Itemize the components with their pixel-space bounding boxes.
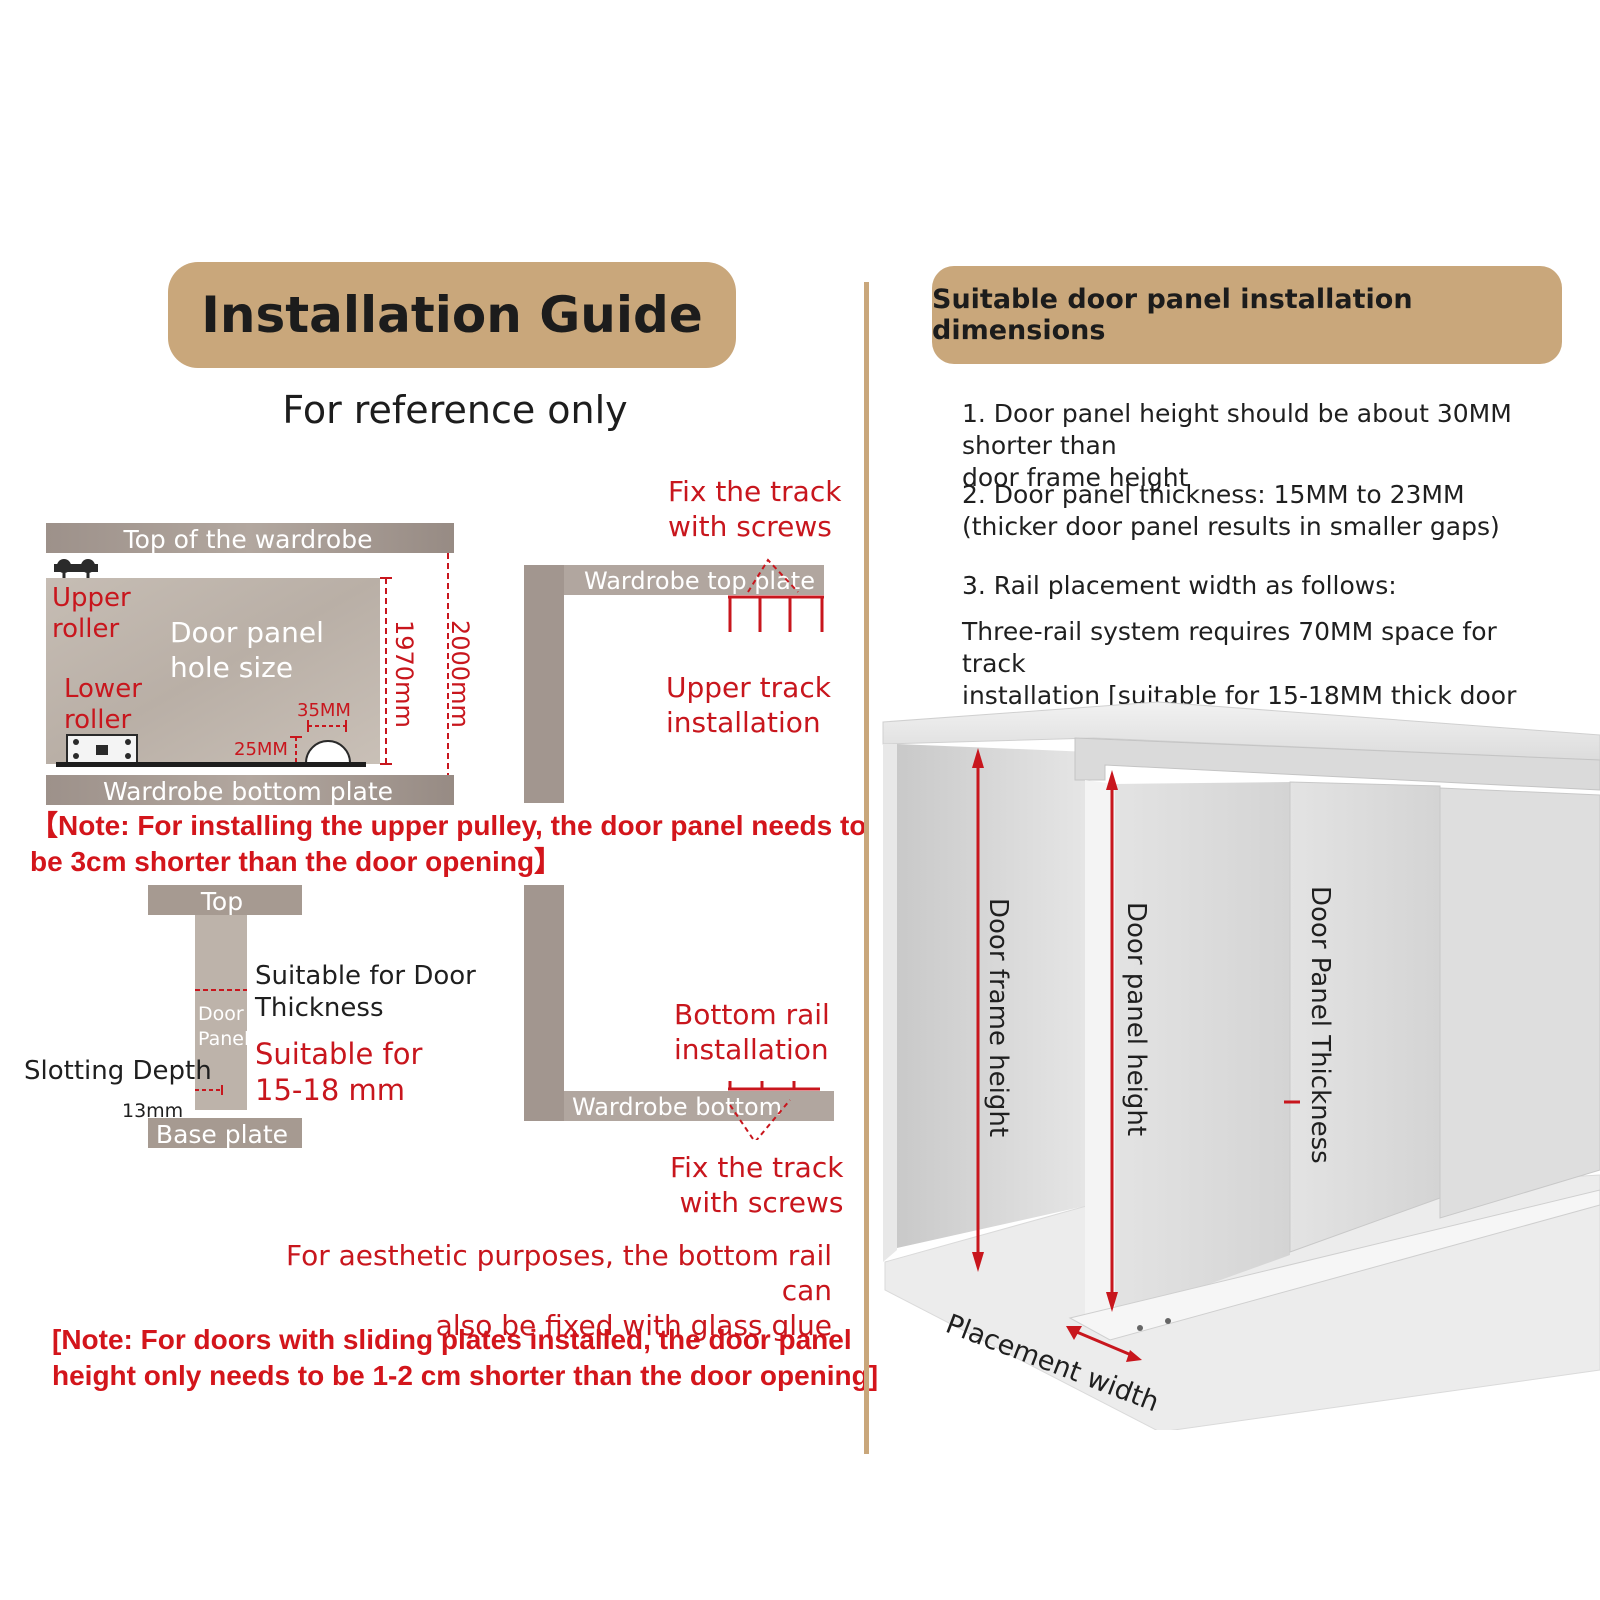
upper-track-top-plate bbox=[564, 565, 824, 595]
slot-door-panel bbox=[195, 915, 247, 1110]
bottom-fix-track-line2: with screws bbox=[679, 1186, 844, 1219]
installation-guide-title: Installation Guide bbox=[201, 286, 703, 344]
aesthetic-note-line1: For aesthetic purposes, the bottom rail … bbox=[285, 1239, 832, 1307]
dimension-item-1-line1: 1. Door panel height should be about 30M… bbox=[962, 399, 1512, 460]
door-panel-thickness-label: Door Panel Thickness bbox=[1305, 886, 1335, 1164]
upper-roller-label-2: roller bbox=[52, 614, 119, 644]
slot-suitable-red-label: Suitable for 15-18 mm bbox=[255, 1036, 422, 1108]
dim-1970mm-label: 1970mm bbox=[390, 620, 418, 728]
lower-roller-icon bbox=[66, 734, 138, 764]
door-panel-1-face bbox=[1115, 782, 1290, 1318]
door-hole-diagram: Top of the wardrobe Upper roller Door pa… bbox=[46, 523, 474, 806]
dim-35mm-label: 35MM bbox=[297, 700, 351, 721]
placement-width-arrow bbox=[1066, 1326, 1142, 1362]
dimensions-header-title: Suitable door panel installation dimensi… bbox=[932, 284, 1413, 346]
aesthetic-note: For aesthetic purposes, the bottom rail … bbox=[280, 1238, 832, 1343]
door-panel-3 bbox=[1439, 787, 1600, 1219]
bottom-rail-install-line1: Bottom rail bbox=[674, 998, 830, 1031]
slotting-depth-label: Slotting Depth bbox=[24, 1056, 212, 1086]
upper-track-diagram: Wardrobe top plate bbox=[524, 558, 824, 803]
slot-thickness-line1: Suitable for Door bbox=[255, 961, 476, 991]
slot-base-label: Base plate bbox=[156, 1120, 288, 1149]
door-panel-1 bbox=[1085, 780, 1115, 1325]
upper-roller-label-1: Upper bbox=[52, 583, 131, 613]
wardrobe-top-bar bbox=[46, 523, 454, 553]
bottom-rail-diagram: Wardrobe bottom bbox=[524, 885, 834, 1140]
upper-pulley-note-line1: 【Note: For installing the upper pulley, … bbox=[30, 810, 867, 841]
door-panel-height-arrow bbox=[1106, 770, 1118, 1312]
bottom-fix-track-label: Fix the track with screws bbox=[670, 1150, 843, 1220]
dimension-item-2-line2: (thicker door panel results in smaller g… bbox=[962, 512, 1500, 541]
slot-door-label-1: Door bbox=[198, 1003, 244, 1025]
slot-top-label: Top bbox=[200, 887, 243, 916]
bottom-rail-installation-label: Bottom rail installation bbox=[674, 997, 830, 1067]
slot-door-label-2: Panel bbox=[198, 1028, 249, 1050]
slot-suitable-red-line1: Suitable for bbox=[255, 1037, 423, 1071]
dim-25mm-label: 25MM bbox=[234, 739, 288, 760]
dim-2000mm-label: 2000mm bbox=[446, 620, 474, 728]
wardrobe-left-side bbox=[883, 744, 897, 1262]
bottom-rail bbox=[1068, 1189, 1600, 1341]
bottom-rail-bottom-plate bbox=[564, 1091, 834, 1121]
bottom-fix-track-line1: Fix the track bbox=[670, 1151, 844, 1184]
upper-track-rail-icon bbox=[728, 595, 824, 632]
sliding-plates-note-line2: height only needs to be 1-2 cm shorter t… bbox=[52, 1360, 879, 1391]
dimension-item-4-line2: installation [suitable for 15-18MM thick… bbox=[962, 681, 1517, 742]
dimension-item-2-line1: 2. Door panel thickness: 15MM to 23MM bbox=[962, 480, 1465, 509]
sliding-plates-note-line1: [Note: For doors with sliding plates ins… bbox=[52, 1324, 852, 1355]
upper-track-plate-label: Wardrobe top plate bbox=[584, 567, 815, 595]
slot-top-bar bbox=[148, 885, 302, 915]
column-divider bbox=[864, 282, 869, 1454]
dimension-item-3: 3. Rail placement width as follows: bbox=[962, 570, 1562, 602]
slot-thickness-line2: Thickness bbox=[255, 993, 384, 1023]
lower-roller-label-1: Lower bbox=[64, 674, 142, 704]
slotting-diagram: Top Door Panel Base plate bbox=[148, 885, 302, 1149]
reference-subtitle: For reference only bbox=[282, 388, 628, 432]
bottom-rail-vertical-post bbox=[524, 885, 564, 1121]
upper-track-install-line2: installation bbox=[666, 706, 821, 739]
dimension-item-2: 2. Door panel thickness: 15MM to 23MM (t… bbox=[962, 479, 1562, 543]
upper-fix-track-line2: with screws bbox=[668, 510, 832, 543]
upper-pulley-note-line2: be 3cm shorter than the door opening】 bbox=[30, 846, 563, 877]
wardrobe-bottom-bar bbox=[46, 775, 454, 805]
slot-13mm-label: 13mm bbox=[122, 1100, 184, 1122]
top-rail bbox=[1074, 737, 1600, 791]
upper-track-vertical-post bbox=[524, 565, 564, 803]
door-panel-rect bbox=[46, 578, 380, 764]
wardrobe-bottom-label: Wardrobe bottom plate bbox=[103, 777, 393, 806]
sliding-plates-note: [Note: For doors with sliding plates ins… bbox=[52, 1322, 878, 1394]
dimension-item-3-line1: 3. Rail placement width as follows: bbox=[962, 571, 1397, 600]
slot-thickness-label: Suitable for Door Thickness bbox=[255, 960, 476, 1024]
door-frame-height-arrow bbox=[972, 748, 984, 1272]
bottom-rail-track-icon bbox=[728, 1081, 820, 1091]
door-panel-height-label: Door panel height bbox=[1121, 902, 1151, 1136]
dimension-item-4-line1: Three-rail system requires 70MM space fo… bbox=[962, 617, 1497, 678]
wardrobe-top-label: Top of the wardrobe bbox=[123, 525, 373, 554]
upper-fix-track-label: Fix the track with screws bbox=[668, 474, 841, 544]
installation-guide-header: Installation Guide bbox=[168, 262, 736, 368]
floor-guide-icon bbox=[304, 740, 352, 764]
upper-pulley-note: 【Note: For installing the upper pulley, … bbox=[30, 808, 866, 880]
door-frame-height-label: Door frame height bbox=[983, 898, 1013, 1137]
wardrobe-illustration: Door frame height Door panel height Door… bbox=[882, 701, 1600, 1430]
upper-track-installation-label: Upper track installation bbox=[666, 670, 831, 740]
upper-fix-track-line1: Fix the track bbox=[668, 475, 842, 508]
dimension-item-1: 1. Door panel height should be about 30M… bbox=[962, 398, 1562, 494]
bottom-rail-plate-label: Wardrobe bottom bbox=[572, 1093, 782, 1121]
aesthetic-note-line2: also be fixed with glass glue bbox=[435, 1309, 832, 1342]
lower-roller-label-2: roller bbox=[64, 705, 131, 735]
dimension-item-1-line2: door frame height bbox=[962, 463, 1189, 492]
door-panel-hole-label-2: hole size bbox=[170, 651, 293, 684]
door-panel-hole-label-1: Door panel bbox=[170, 616, 324, 649]
slot-suitable-red-line2: 15-18 mm bbox=[255, 1073, 405, 1107]
dimensions-header: Suitable door panel installation dimensi… bbox=[932, 266, 1562, 364]
dimension-item-4: Three-rail system requires 70MM space fo… bbox=[962, 616, 1562, 744]
bottom-rail-install-line2: installation bbox=[674, 1033, 829, 1066]
slot-base-plate bbox=[148, 1118, 302, 1148]
upper-track-install-line1: Upper track bbox=[666, 671, 831, 704]
